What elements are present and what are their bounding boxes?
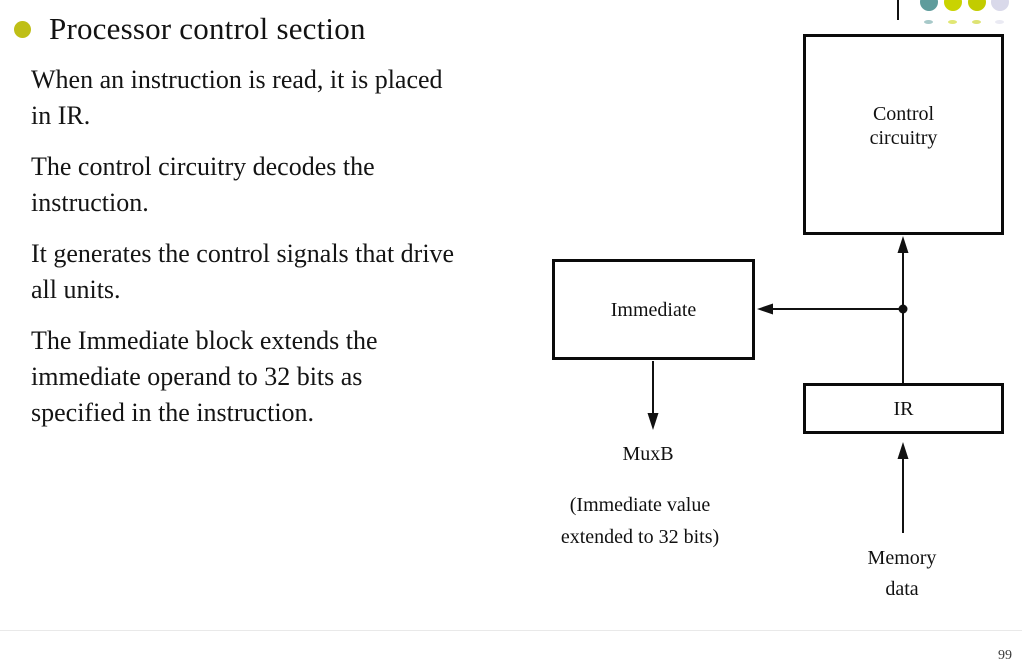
control-box-label: Control (872, 102, 935, 125)
decoration-dot-small-icon (924, 20, 933, 24)
title-bullet-icon (14, 20, 31, 38)
slide-title-row: Processor control section (14, 8, 366, 50)
memory-data-line: Memory (867, 547, 937, 569)
decoration-dot-small-icon (995, 20, 1004, 24)
arrowhead-down-muxb-icon (647, 413, 659, 430)
corner-divider-line (897, 0, 899, 20)
paragraph: The control circuitry decodes the instru… (31, 149, 551, 221)
memory-data-line: data (885, 578, 919, 600)
paragraph-line: When an instruction is read, it is place… (31, 65, 443, 94)
page-number: 99 (998, 648, 1012, 663)
paragraph-line: The Immediate block extends the (31, 326, 378, 355)
paragraph: When an instruction is read, it is place… (31, 62, 551, 134)
immediate-note-label: (Immediate value extended to 32 bits) (535, 489, 745, 553)
paragraph-line: immediate operand to 32 bits as (31, 362, 363, 391)
arrowhead-left-immediate-icon (757, 303, 773, 315)
paragraph-line: The control circuitry decodes the (31, 152, 375, 181)
arrowhead-up-ir-icon (897, 442, 909, 459)
paragraph-line: all units. (31, 275, 121, 304)
decoration-dot-icon (920, 0, 938, 11)
ir-box: IR (803, 383, 1004, 434)
memory-data-label: Memory data (852, 543, 952, 605)
paragraph: It generates the control signals that dr… (31, 236, 551, 308)
muxb-label: MuxB (622, 443, 674, 465)
slide-body-text: When an instruction is read, it is place… (31, 62, 551, 446)
paragraph-line: instruction. (31, 188, 149, 217)
control-circuitry-box: Control circuitry (803, 34, 1004, 235)
paragraph-line: in IR. (31, 101, 91, 130)
immediate-note-line: (Immediate value (569, 494, 711, 516)
decoration-dot-small-icon (972, 20, 981, 24)
ir-box-label: IR (893, 397, 914, 420)
decoration-dot-small-icon (948, 20, 957, 24)
control-box-label: circuitry (869, 126, 938, 149)
decoration-dot-icon (968, 0, 986, 11)
footer-divider (0, 630, 1022, 631)
immediate-box-label: Immediate (610, 298, 697, 321)
decoration-dot-icon (991, 0, 1009, 11)
immediate-note-line: extended to 32 bits) (560, 526, 720, 548)
paragraph-line: specified in the instruction. (31, 398, 315, 427)
decoration-dot-icon (944, 0, 962, 11)
arrowhead-up-control-icon (897, 236, 909, 253)
page-title: Processor control section (49, 11, 366, 46)
paragraph: The Immediate block extends the immediat… (31, 323, 551, 431)
paragraph-line: It generates the control signals that dr… (31, 239, 455, 268)
immediate-box: Immediate (552, 259, 755, 360)
